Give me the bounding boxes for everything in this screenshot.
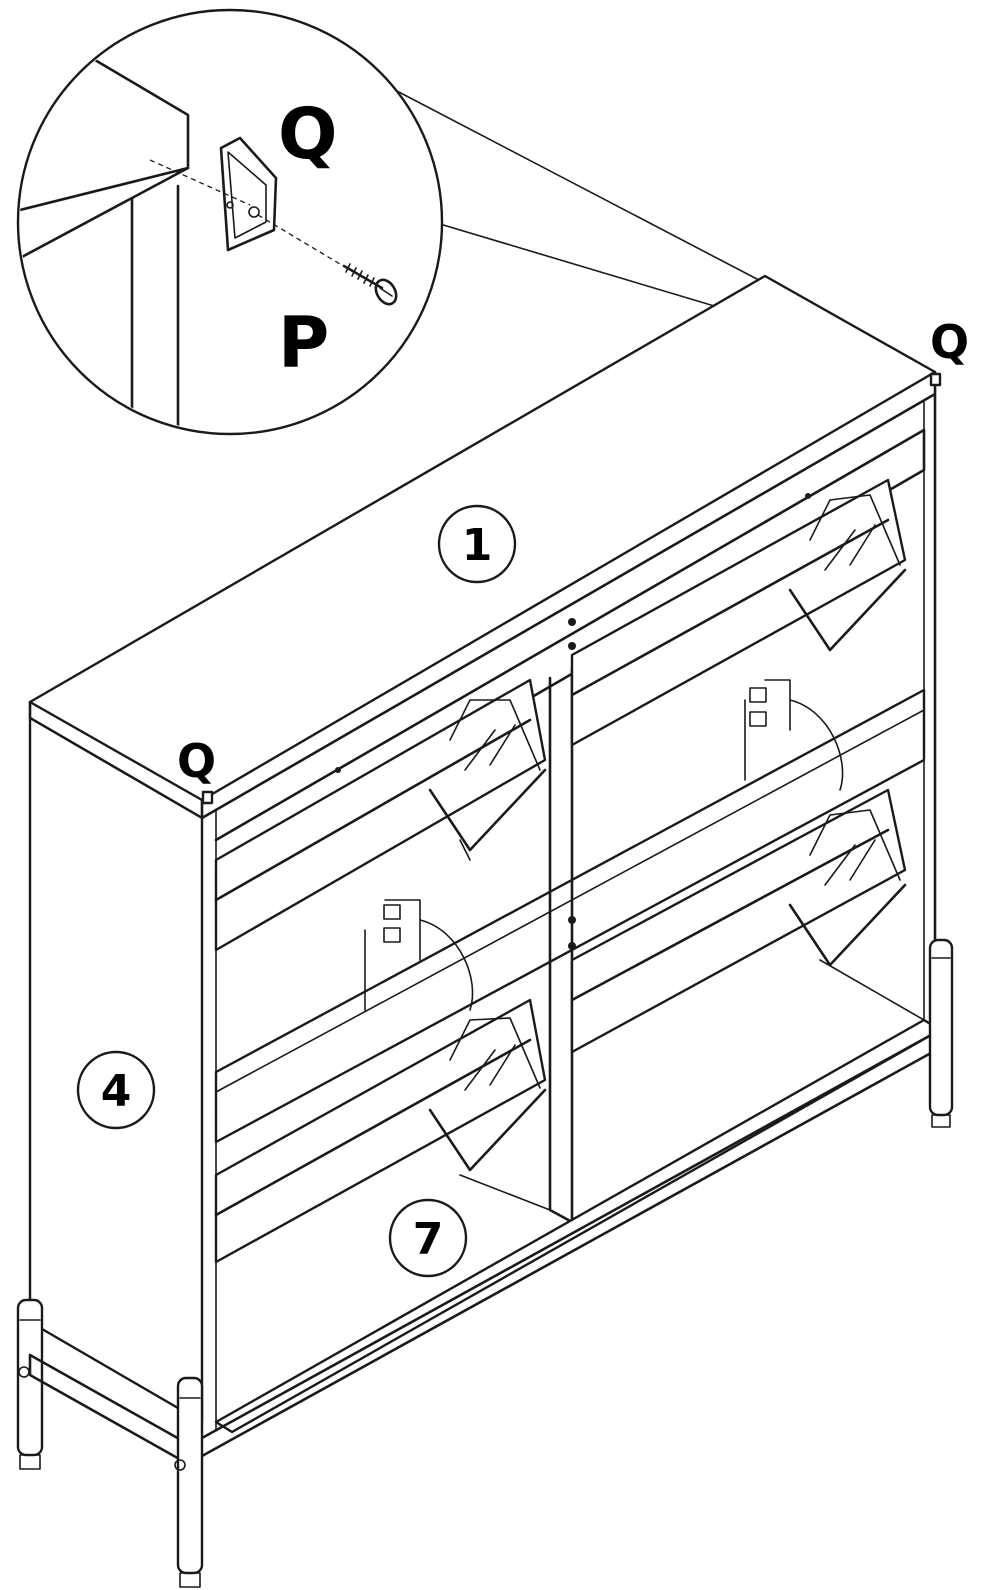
right-side-panel	[923, 392, 937, 1029]
middle-rail	[214, 688, 926, 1144]
part-number-4: 4	[101, 1066, 132, 1117]
part-label-1: 1	[437, 504, 517, 584]
corner-bracket-left	[201, 790, 214, 805]
shoe-rack-lower-right	[570, 679, 907, 1054]
callout-q-left: Q	[177, 734, 216, 788]
corner-bracket-right	[929, 372, 942, 387]
center-divider	[335, 493, 811, 1224]
top-rail	[214, 428, 926, 882]
screw-icon	[342, 263, 398, 306]
shoe-cabinet: Q Q	[16, 274, 969, 1588]
detail-callout: Q P	[16, 8, 936, 436]
metal-frame	[16, 938, 954, 1588]
part-number-7: 7	[413, 1214, 444, 1265]
shoe-rack-upper-left	[214, 678, 547, 952]
bracket-icon	[219, 136, 278, 252]
part-label-7: 7	[388, 1198, 468, 1278]
part-number-1: 1	[462, 520, 493, 571]
shoe-rack-upper-right	[570, 478, 907, 747]
callout-q-detail: Q	[278, 93, 338, 175]
callout-p-detail: P	[278, 302, 329, 384]
shoe-rack-lower-left	[214, 899, 547, 1264]
callout-q-right: Q	[930, 315, 969, 369]
part-label-4: 4	[76, 1050, 156, 1130]
